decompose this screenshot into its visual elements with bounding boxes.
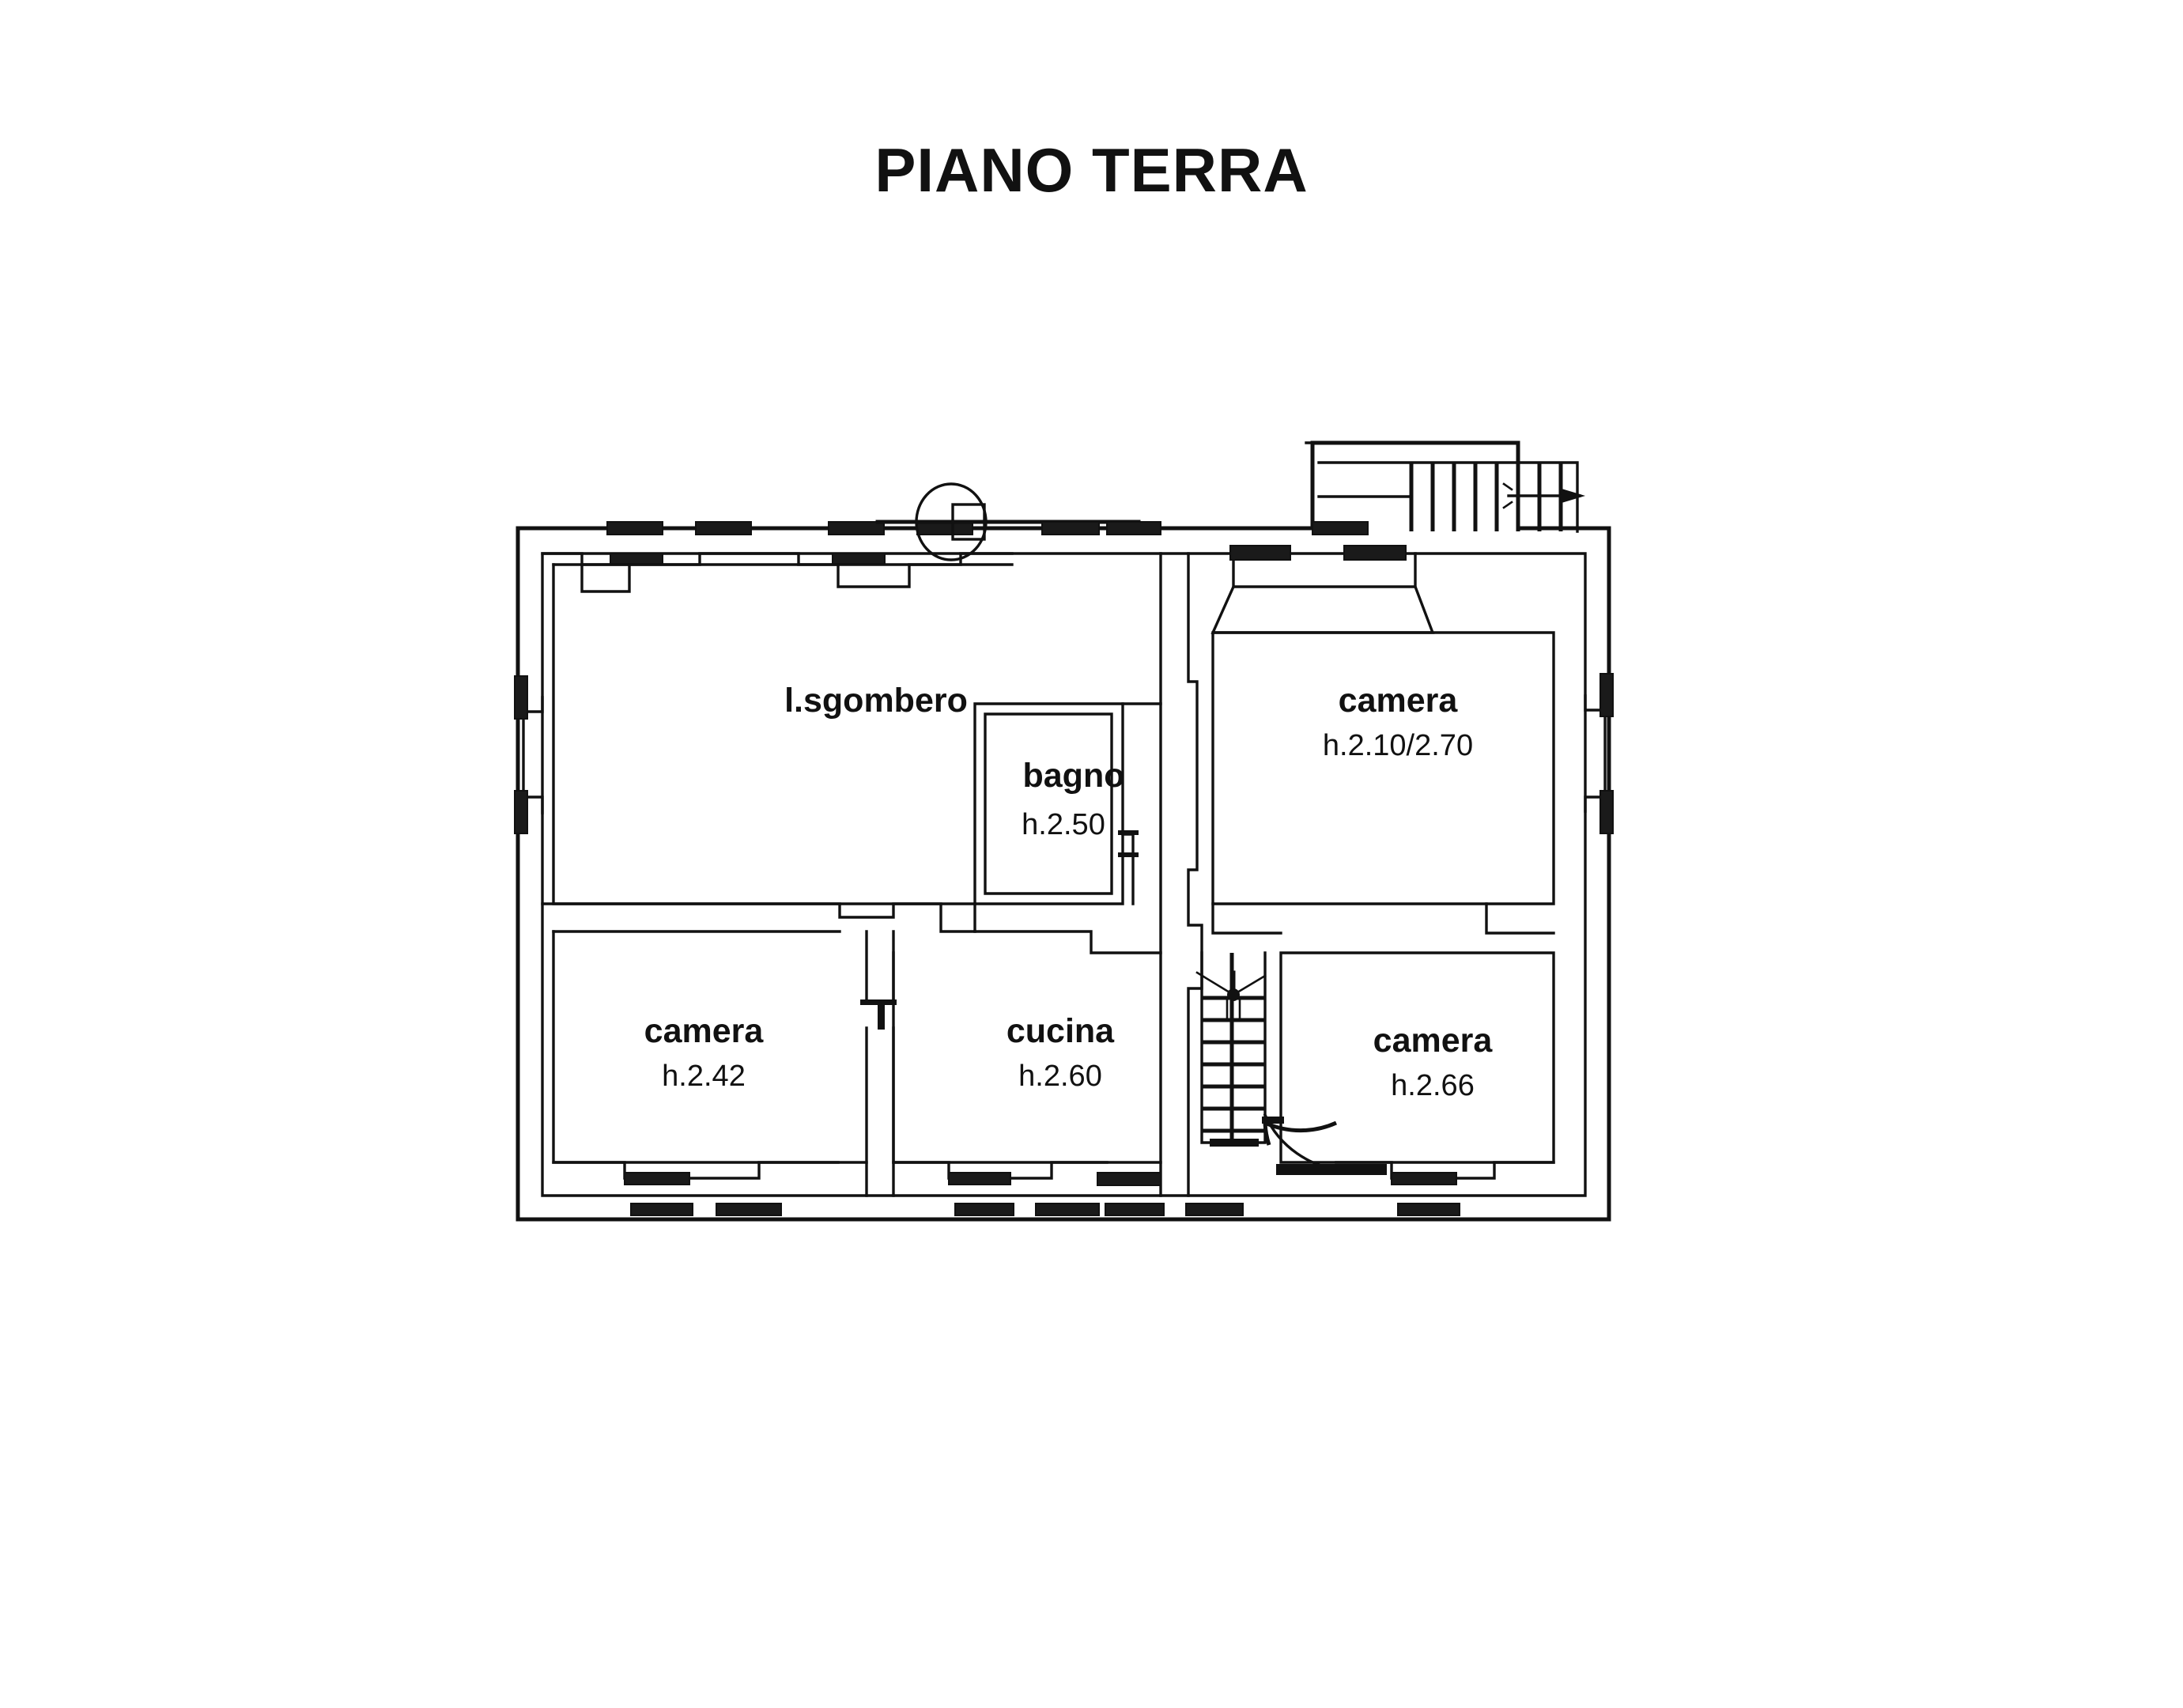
- window-bottom-7: [1391, 1172, 1460, 1216]
- page-title: PIANO TERRA: [874, 135, 1309, 205]
- room-name-camera-sud-ovest: camera: [644, 1012, 765, 1050]
- room-outline-l-sgombero: [552, 563, 1014, 905]
- window-bottom-4: [1035, 1203, 1100, 1216]
- internal-staircase: [1195, 951, 1267, 1147]
- window-bottom-3: [948, 1172, 1014, 1216]
- room-name-cucina: cucina: [1007, 1012, 1115, 1050]
- window-bottom-6: [1185, 1203, 1244, 1216]
- internal-stair-arrow-icon: [1195, 970, 1267, 1022]
- room-outline-bagno: [973, 702, 1162, 905]
- divider-camera-cucina: [860, 930, 897, 1197]
- window-top-left-2: [695, 521, 752, 535]
- entrance-door-swing: [1239, 1113, 1387, 1175]
- room-height-camera-sud-est: h.2.66: [1391, 1069, 1475, 1102]
- window-bottom-2: [716, 1203, 782, 1216]
- room-name-bagno: bagno: [1023, 757, 1125, 795]
- central-spine-wall: [1159, 552, 1203, 1197]
- room-label-camera-nord-est: camera h.2.10/2.70: [1323, 682, 1473, 762]
- window-top-left-3: [828, 521, 886, 565]
- window-top-right-3: [1229, 545, 1291, 561]
- room-height-cucina: h.2.60: [1018, 1060, 1102, 1093]
- stair-direction-arrow-icon: [1502, 482, 1585, 509]
- room-height-bagno: h.2.50: [1022, 808, 1105, 841]
- room-outline-cucina: [892, 951, 1162, 1164]
- room-label-camera-sud-ovest: camera h.2.42: [644, 1012, 765, 1093]
- room-name-camera-sud-est: camera: [1373, 1022, 1494, 1060]
- room-label-bagno: bagno h.2.50: [1022, 757, 1124, 841]
- window-top-left-1: [606, 521, 663, 565]
- top-wall-right-inner: [1137, 527, 1435, 634]
- right-wall-window: [1584, 673, 1614, 834]
- middle-divider-wall-left: [541, 902, 1162, 954]
- room-label-cucina: cucina h.2.60: [1007, 1012, 1115, 1093]
- room-name-l-sgombero: l.sgombero: [784, 682, 968, 720]
- window-top-right-2: [1106, 521, 1161, 535]
- room-height-camera-nord-est: h.2.10/2.70: [1323, 729, 1473, 762]
- room-label-l-sgombero: l.sgombero: [784, 682, 968, 720]
- left-wall-window: [514, 675, 544, 834]
- room-name-camera-nord-est: camera: [1339, 682, 1459, 720]
- room-height-camera-sud-ovest: h.2.42: [662, 1060, 746, 1093]
- window-top-right-4: [1343, 545, 1407, 561]
- room-outline-camera-nord-est: [1211, 631, 1555, 905]
- external-staircase: [1305, 441, 1585, 535]
- window-bottom-1: [624, 1172, 693, 1216]
- window-top-right-1: [1041, 521, 1100, 535]
- window-bottom-5: [1097, 1172, 1165, 1216]
- room-label-camera-sud-est: camera h.2.66: [1373, 1022, 1494, 1102]
